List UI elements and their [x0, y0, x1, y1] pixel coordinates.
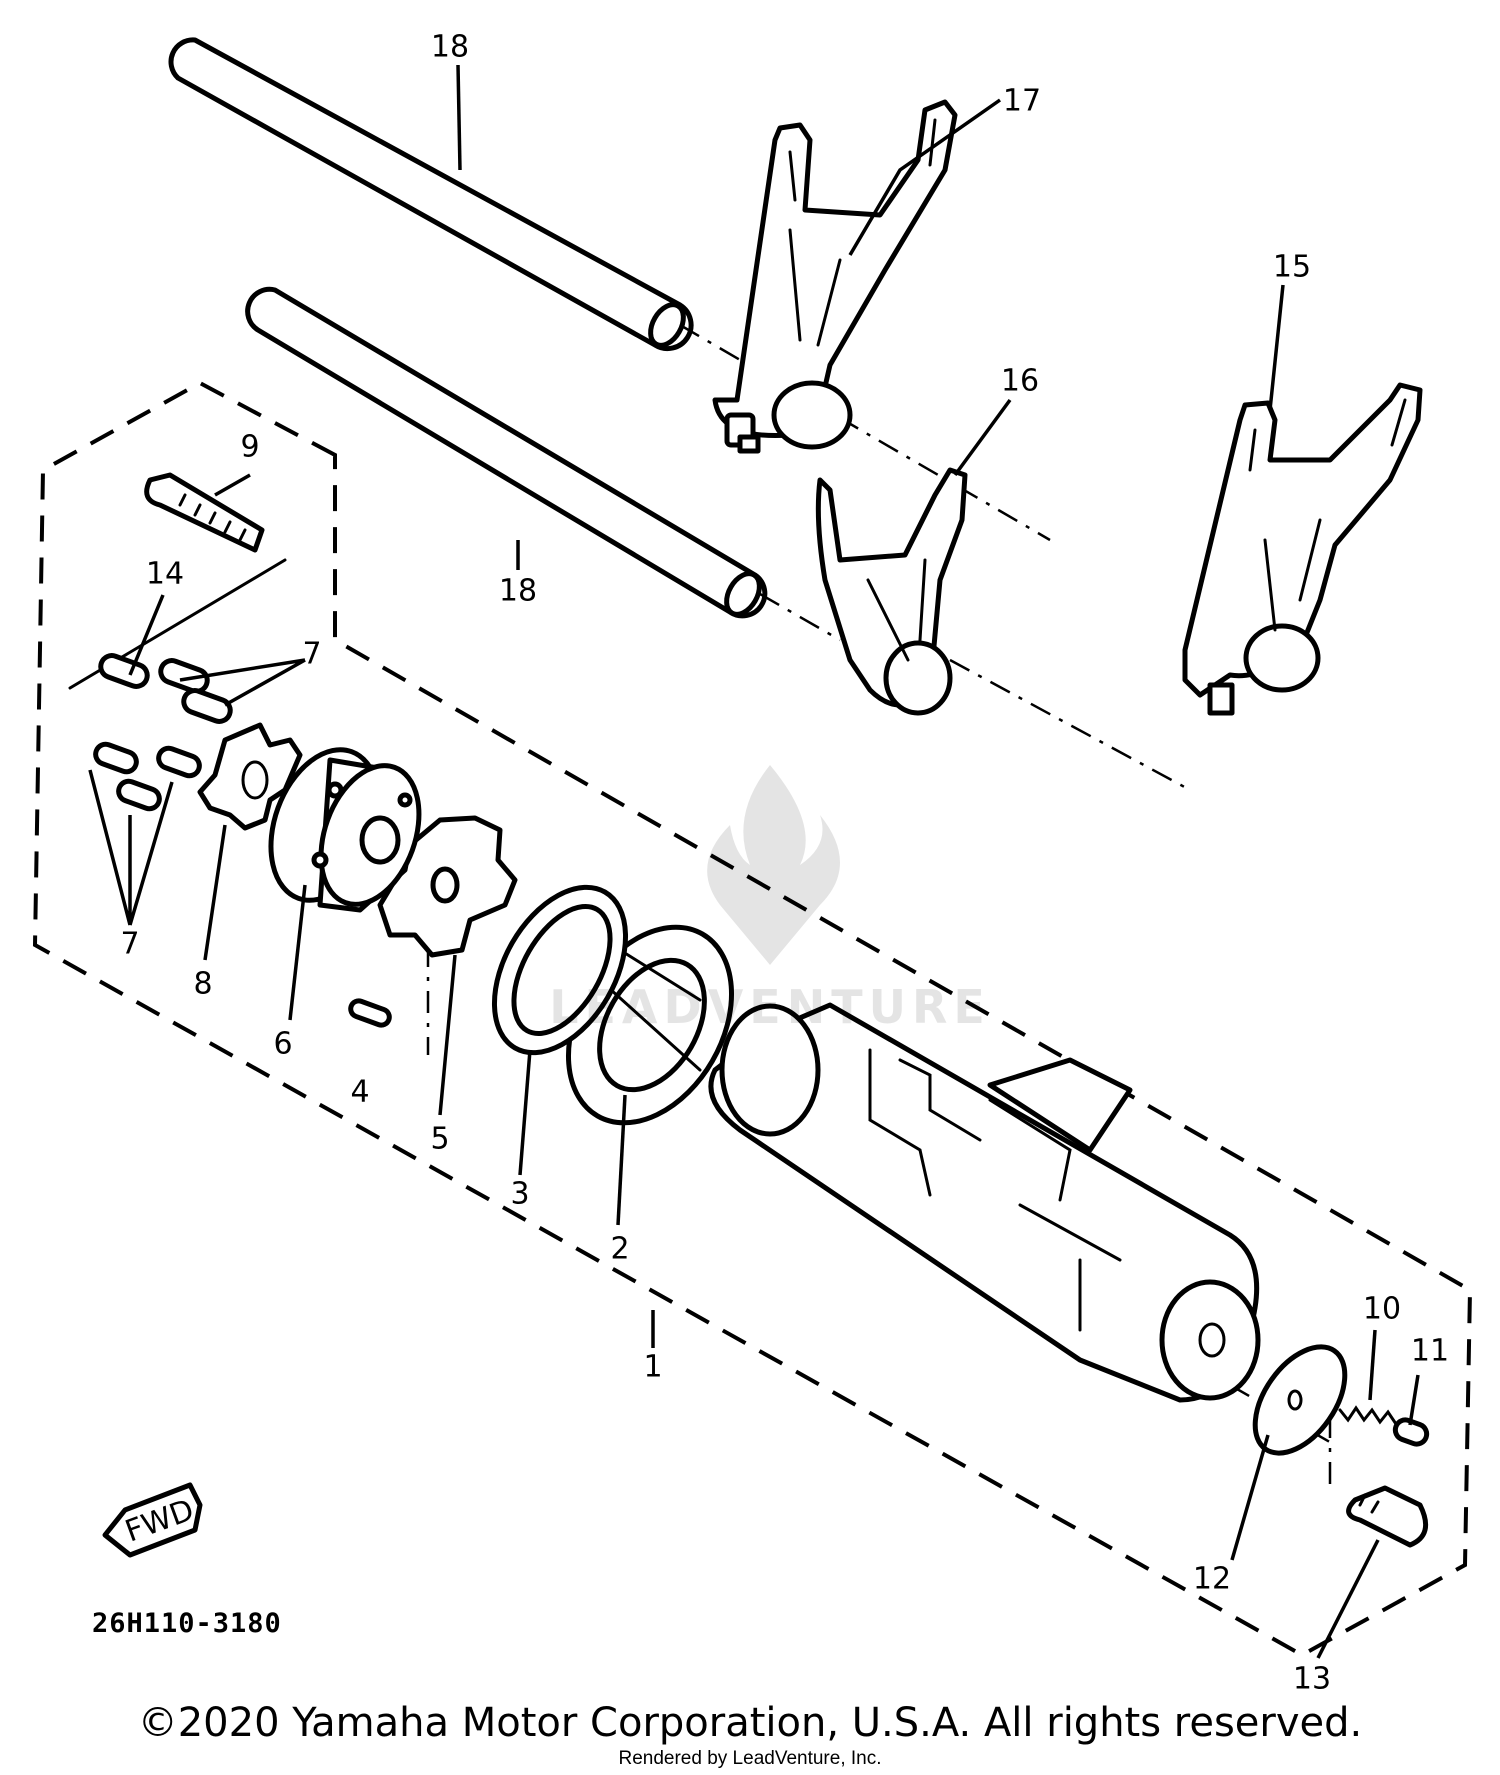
callout-7-lower: 7	[120, 927, 139, 962]
callout-5: 5	[430, 1122, 449, 1157]
leader-lines	[88, 64, 1420, 1659]
spring-10	[1338, 1405, 1398, 1426]
callout-14: 14	[146, 557, 184, 592]
callout-1: 1	[643, 1350, 662, 1385]
callout-7-upper: 7	[302, 637, 321, 672]
callout-16: 16	[1001, 364, 1039, 399]
shift-fork-rod-lower	[245, 286, 768, 619]
cam-plate-8	[197, 722, 303, 831]
pins-7-lower	[93, 741, 202, 812]
stopper-pin-11	[1392, 1417, 1430, 1447]
shift-drum	[708, 1002, 1261, 1403]
callout-9: 9	[240, 430, 259, 465]
callout-15: 15	[1273, 250, 1311, 285]
shift-fork-17	[712, 99, 958, 454]
callout-6: 6	[273, 1027, 292, 1062]
callout-18-top: 18	[431, 30, 469, 65]
segment-cam-6	[268, 747, 422, 913]
pins-7-upper	[98, 653, 233, 724]
callout-11: 11	[1411, 1334, 1449, 1369]
callout-13: 13	[1293, 1662, 1331, 1697]
rendered-by-notice: Rendered by LeadVenture, Inc.	[618, 1748, 882, 1769]
callout-18-bottom: 18	[499, 574, 537, 609]
assembly-1-boundary	[32, 380, 1473, 1658]
watermark: LEADVENTURE	[520, 755, 1020, 1034]
watermark-text: LEADVENTURE	[549, 980, 991, 1034]
flame-logo-icon	[707, 765, 840, 965]
rod-centerline-upper	[679, 323, 1051, 542]
copyright-notice: ©2020 Yamaha Motor Corporation, U.S.A. A…	[137, 1700, 1363, 1746]
callout-8: 8	[193, 967, 212, 1002]
screw-9	[144, 472, 265, 553]
callout-4: 4	[350, 1075, 369, 1110]
shift-fork-16	[815, 467, 968, 716]
fwd-arrow: FWD	[102, 1482, 203, 1558]
screw-13	[1346, 1485, 1429, 1548]
rod-centerline-lower	[759, 592, 1191, 792]
callout-2: 2	[610, 1232, 629, 1267]
callout-10: 10	[1363, 1292, 1401, 1327]
callout-3: 3	[510, 1177, 529, 1212]
washer-3	[491, 884, 629, 1056]
diagram-code: 26H110-3180	[92, 1608, 282, 1639]
callout-17: 17	[1003, 84, 1041, 119]
callout-12: 12	[1193, 1562, 1231, 1597]
shift-fork-15	[1182, 382, 1423, 716]
shift-fork-rod-upper	[168, 37, 694, 352]
dowel-pin-4	[348, 998, 392, 1028]
